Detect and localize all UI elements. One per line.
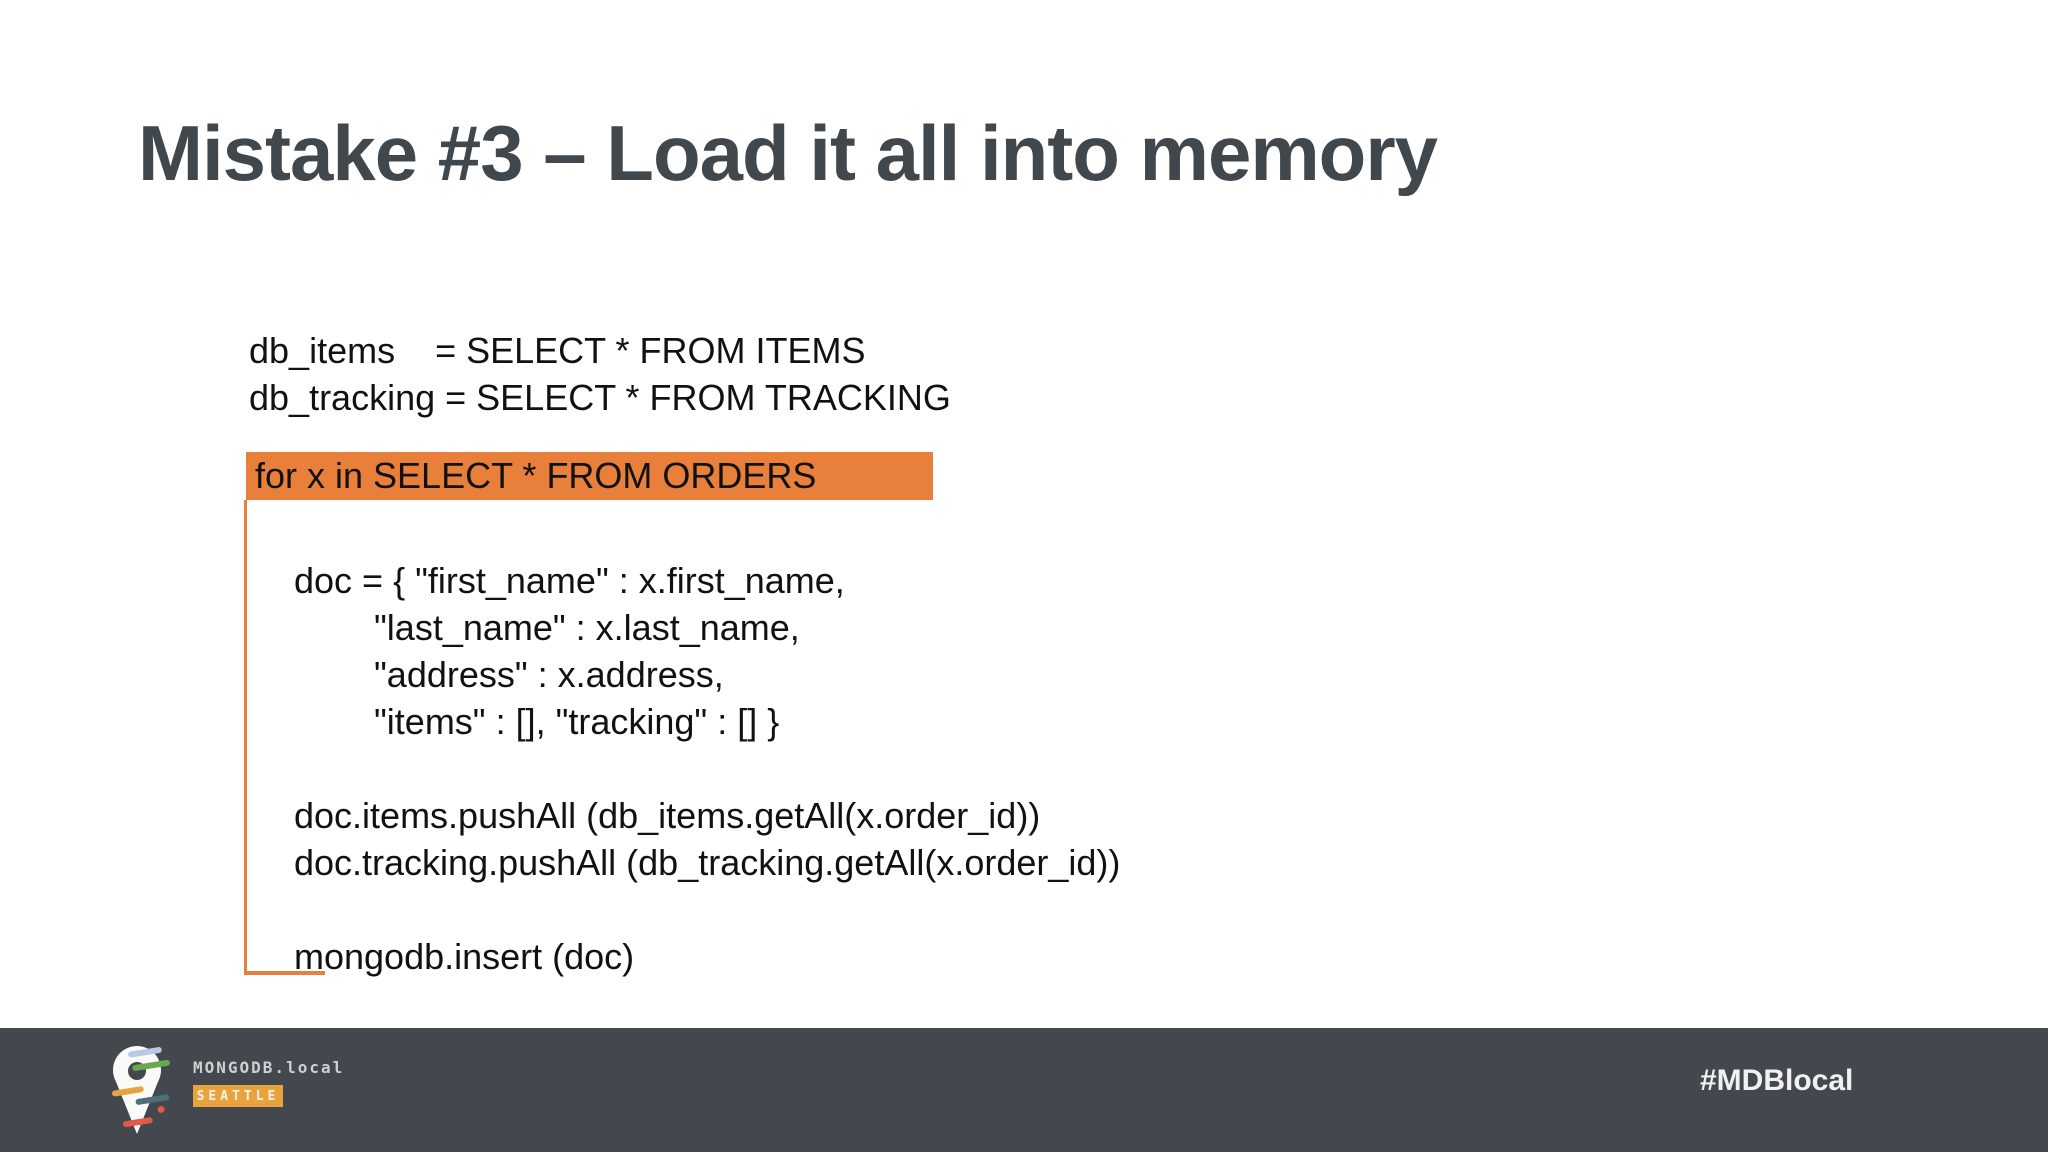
code-line [294,745,1120,792]
footer-hashtag: #MDBlocal [1700,1064,1854,1097]
code-line: "last_name" : x.last_name, [294,607,800,648]
highlighted-loop-header: for x in SELECT * FROM ORDERS [246,452,933,500]
code-line: db_items = SELECT * FROM ITEMS [249,330,866,371]
code-line: "address" : x.address, [294,654,724,695]
code-line: "items" : [], "tracking" : [] } [294,701,780,742]
footer-brand-text: MONGODB.local [193,1058,345,1077]
loop-scope-bracket [244,500,325,975]
code-line: doc.items.pushAll (db_items.getAll(x.ord… [294,795,1041,836]
code-prelude-block: db_items = SELECT * FROM ITEMS db_trackin… [249,327,951,421]
code-line: doc = { "first_name" : x.first_name, [294,560,845,601]
footer-city-badge: SEATTLE [193,1085,283,1107]
loop-header-text: for x in SELECT * FROM ORDERS [255,455,817,496]
code-line: mongodb.insert (doc) [294,936,635,977]
code-line: db_tracking = SELECT * FROM TRACKING [249,377,951,418]
code-line: doc.tracking.pushAll (db_tracking.getAll… [294,842,1121,883]
mongodb-local-pin-icon [112,1046,170,1134]
code-line [294,886,1120,933]
code-body-block: doc = { "first_name" : x.first_name, "la… [294,557,1120,980]
slide-footer: MONGODB.local SEATTLE #MDBlocal [0,1028,2048,1152]
slide-title: Mistake #3 – Load it all into memory [138,109,1438,197]
